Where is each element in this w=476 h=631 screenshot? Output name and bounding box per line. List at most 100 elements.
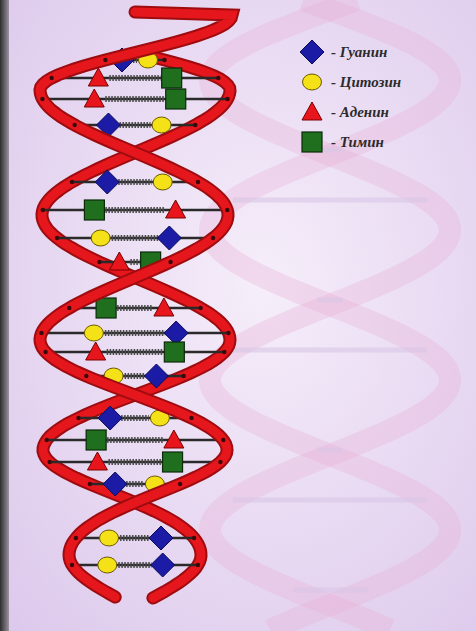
dna-strand [42, 55, 230, 598]
guanine-diamond [98, 406, 122, 430]
base-pair-rung [41, 332, 228, 335]
legend-adenine-triangle [302, 102, 322, 120]
guanine-diamond [103, 472, 127, 496]
left-edge [0, 0, 9, 631]
legend-label: - Цитозин [331, 73, 401, 91]
strand-dot [103, 58, 107, 62]
hydrogen-bond [107, 437, 163, 443]
strand-dot [88, 482, 92, 486]
strand-dot [226, 331, 230, 335]
base-pair-rung [57, 237, 213, 240]
base-pair-rung [75, 124, 196, 127]
hydrogen-bond [109, 75, 160, 81]
cytosine-circle [153, 174, 172, 190]
base-pair-rung [47, 439, 224, 442]
adenine-triangle [87, 452, 107, 470]
strand-dot [181, 374, 185, 378]
strand-dot [225, 208, 229, 212]
strand-dot [221, 438, 225, 442]
strand-dot [192, 536, 196, 540]
adenine-triangle [88, 68, 108, 86]
hydrogen-bond [120, 535, 150, 541]
watermark-strand [210, 0, 450, 630]
strand-dot [218, 460, 222, 464]
cytosine-circle [91, 230, 110, 246]
strand-dot [70, 563, 74, 567]
dna-strand-outline [42, 55, 230, 598]
watermark-rung [233, 198, 427, 203]
watermark-rung [293, 588, 367, 593]
strand-dot [41, 208, 45, 212]
adenine-triangle [84, 89, 104, 107]
legend-cytosine-circle [303, 74, 322, 90]
guanine-diamond [144, 364, 168, 388]
thymine-square [163, 452, 183, 472]
thymine-square [86, 430, 106, 450]
hydrogen-bond [108, 459, 161, 465]
hydrogen-bond [105, 207, 164, 213]
strand-dot [196, 180, 200, 184]
strand-dot [222, 350, 226, 354]
base-pair-rung [76, 537, 194, 540]
legend-label: - Гуанин [331, 43, 387, 61]
strand-dot [178, 482, 182, 486]
hydrogen-bond [105, 96, 164, 102]
strand-dot [74, 536, 78, 540]
strand-dot [168, 260, 172, 264]
strand-dot [196, 563, 200, 567]
strand-dot [162, 58, 166, 62]
strand-dot [198, 306, 202, 310]
thymine-square [162, 68, 182, 88]
adenine-triangle [164, 430, 184, 448]
base-pair-rung [46, 351, 225, 354]
hydrogen-bond [118, 179, 151, 185]
thymine-square [96, 298, 116, 318]
strand-dot [72, 123, 76, 127]
strand-dot [44, 438, 48, 442]
thymine-square [84, 200, 104, 220]
legend-label: - Аденин [331, 103, 389, 121]
watermark-rung [317, 298, 342, 303]
base-pair-rung [52, 77, 219, 80]
adenine-triangle [86, 342, 106, 360]
guanine-diamond [157, 226, 181, 250]
adenine-triangle [109, 252, 129, 270]
strand-dot [49, 76, 53, 80]
base-pair-rung [72, 181, 198, 184]
legend-thymine-square [302, 132, 322, 152]
cytosine-circle [84, 325, 103, 341]
strand-dot [40, 97, 44, 101]
thymine-square [164, 342, 184, 362]
base-pair-rung [72, 564, 198, 567]
strand-dot [47, 460, 51, 464]
base-pair-rung [50, 461, 221, 464]
cytosine-circle [100, 530, 119, 546]
dna-strand [40, 12, 232, 597]
strand-dot [216, 76, 220, 80]
base-pair-rung [42, 98, 227, 101]
base-pair-rung [43, 209, 228, 212]
dna-strand-outline [40, 12, 232, 597]
guanine-diamond [149, 526, 173, 550]
strand-dot [189, 416, 193, 420]
hydrogen-bond [107, 349, 164, 355]
hydrogen-bond [130, 259, 139, 265]
adenine-triangle [154, 298, 174, 316]
base-pair-rung [69, 307, 200, 310]
strand-dot [97, 260, 101, 264]
cytosine-circle [98, 557, 117, 573]
strand-dot [193, 123, 197, 127]
strand-dot [39, 331, 43, 335]
strand-dot [70, 180, 74, 184]
strand-dot [43, 350, 47, 354]
guanine-diamond [151, 553, 175, 577]
hydrogen-bond [105, 330, 165, 336]
strand-dot [67, 306, 71, 310]
cytosine-circle [152, 117, 171, 133]
strand-dot [55, 236, 59, 240]
watermark-rung [317, 448, 342, 453]
hydrogen-bond [112, 235, 159, 241]
hydrogen-bond [126, 481, 144, 487]
